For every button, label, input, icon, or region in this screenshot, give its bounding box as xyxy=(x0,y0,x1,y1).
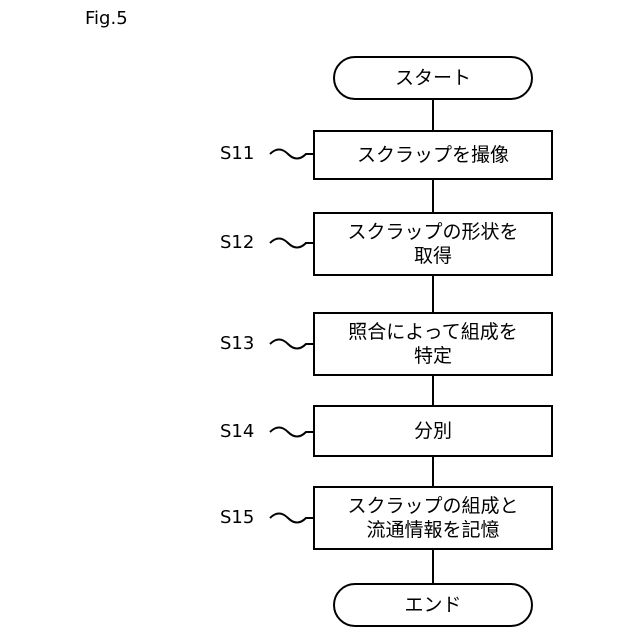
process-box-s14: 分別 xyxy=(313,405,553,457)
process-box-s12: スクラップの形状を 取得 xyxy=(313,212,553,276)
process-box-s15: スクラップの組成と 流通情報を記憶 xyxy=(313,486,553,550)
leader-line-s12 xyxy=(270,239,313,248)
leader-line-s11 xyxy=(270,150,313,159)
process-label-s12: スクラップの形状を 取得 xyxy=(347,220,518,268)
end-label: エンド xyxy=(404,593,461,617)
start-terminal: スタート xyxy=(333,56,533,100)
leader-line-s15 xyxy=(270,514,313,523)
process-box-s13: 照合によって組成を 特定 xyxy=(313,312,553,376)
process-label-s14: 分別 xyxy=(414,419,452,443)
process-box-s11: スクラップを撮像 xyxy=(313,130,553,180)
end-terminal: エンド xyxy=(333,583,533,627)
start-label: スタート xyxy=(395,66,471,90)
process-label-s15: スクラップの組成と 流通情報を記憶 xyxy=(347,494,518,542)
process-label-s13: 照合によって組成を 特定 xyxy=(348,320,517,368)
step-id-s15: S15 xyxy=(220,508,254,528)
step-id-s12: S12 xyxy=(220,233,254,253)
step-id-s11: S11 xyxy=(220,144,254,164)
process-label-s11: スクラップを撮像 xyxy=(357,143,509,167)
step-id-s14: S14 xyxy=(220,422,254,442)
leader-line-s13 xyxy=(270,340,313,349)
leader-line-s14 xyxy=(270,428,313,437)
step-id-s13: S13 xyxy=(220,334,254,354)
